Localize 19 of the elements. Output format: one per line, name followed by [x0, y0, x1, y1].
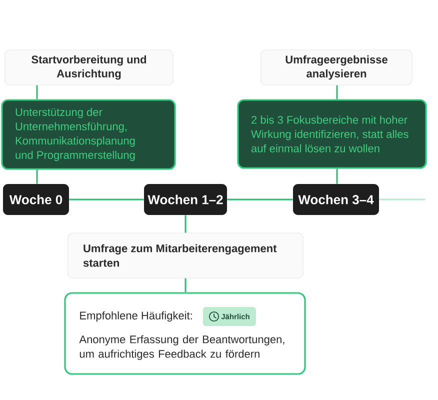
connector-line — [379, 198, 426, 200]
info-box: 2 bis 3 Fokusbereiche mit hoher Wirkung identifizieren, statt alles auf einmal lösen zu wollen — [237, 99, 427, 169]
step-card: Startvorbereitung und Ausrichtung — [4, 50, 174, 86]
connector-line — [69, 198, 144, 200]
info-box: Unterstützung der Unternehmensführung, Kommunikationsplanung und Programmerstellung — [1, 99, 176, 170]
connector-line — [336, 168, 338, 184]
description-text: Anonyme Erfassung der Beantwortungen, um aufrichtiges Feedback zu fördern — [79, 335, 284, 360]
connector-line — [336, 85, 338, 100]
connector-line — [184, 278, 186, 292]
connector-line — [36, 85, 38, 100]
step-card: Umfrage zum Mitarbeiterengagement starten — [68, 232, 304, 278]
week-tag: Wochen 1–2 — [144, 184, 227, 215]
connector-line — [184, 215, 186, 233]
step-card: Umfrageergebnisse analysieren — [260, 50, 412, 86]
label-text: Empfohlene Häufigkeit: — [80, 311, 192, 322]
connector-line — [227, 198, 293, 200]
connector-line — [36, 170, 38, 184]
week-tag: Wochen 3–4 — [293, 184, 379, 215]
week-tag: Woche 0 — [3, 184, 69, 215]
